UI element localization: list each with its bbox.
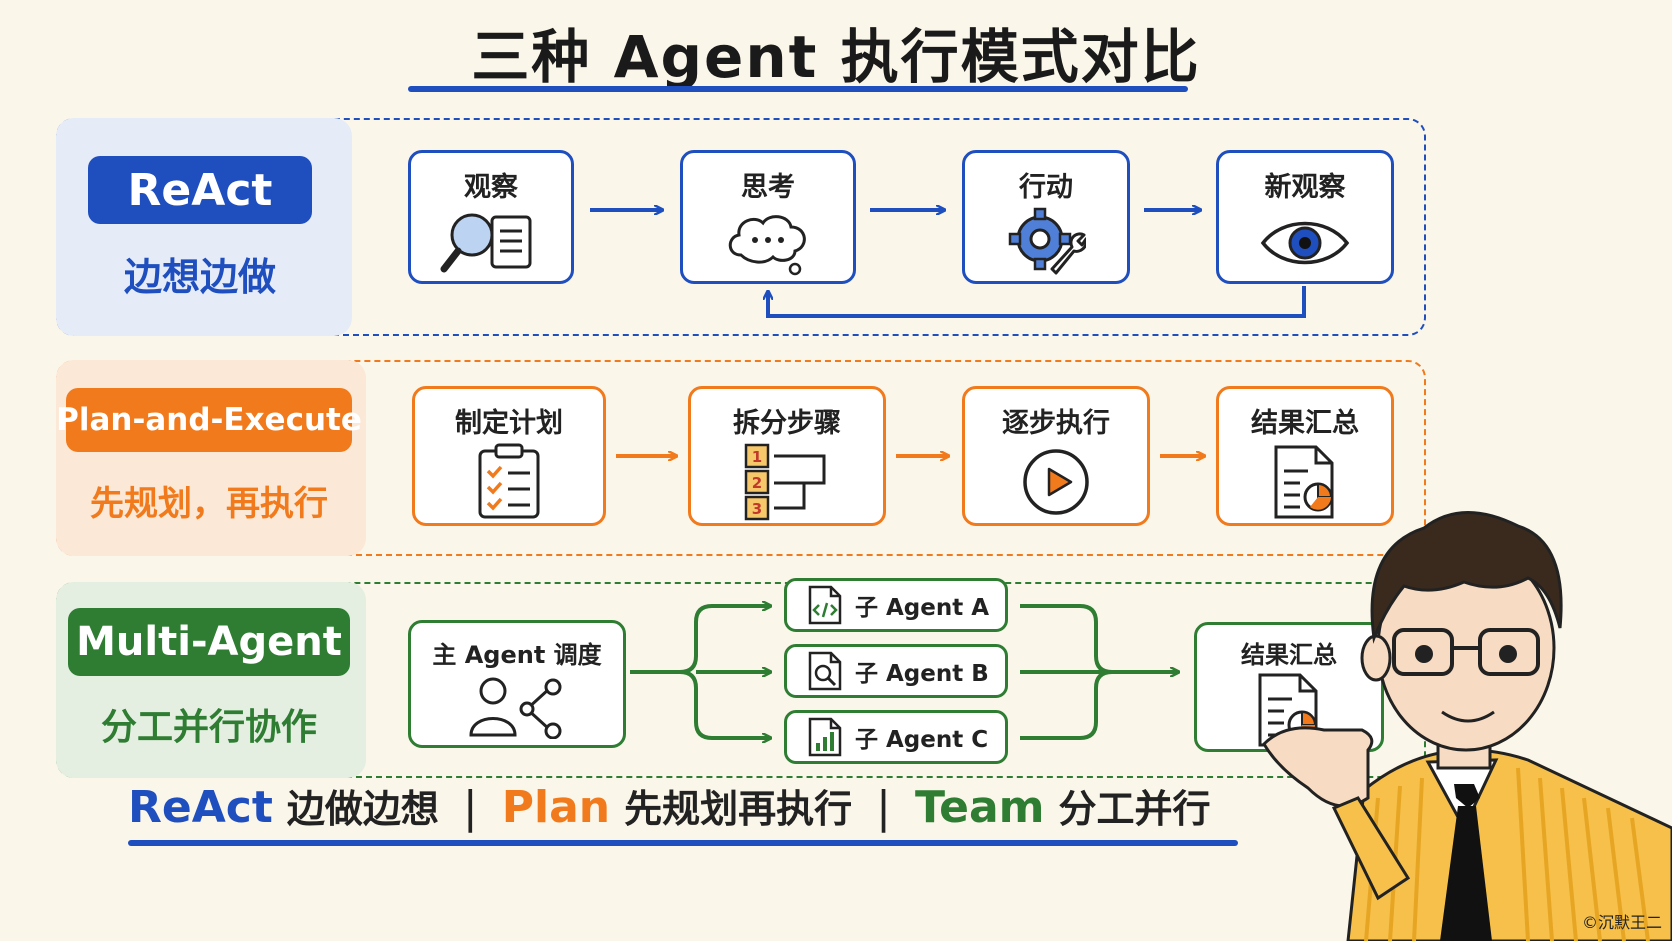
footer-summary: ReAct 边做边想 | Plan 先规划再执行 | Team 分工并行 — [128, 778, 1211, 833]
plan-step-label: 拆分步骤 — [733, 408, 841, 439]
multi-main-agent: 主 Agent 调度 — [408, 620, 626, 748]
react-step-label: 行动 — [1019, 172, 1073, 203]
multi-fanout-arrows — [630, 606, 770, 674]
multi-sub-agent-b: 子 Agent B — [784, 644, 1008, 698]
react-label-panel — [56, 118, 352, 336]
footer-react-cn: 边做边想 — [286, 787, 439, 831]
react-step-think: 思考 — [680, 150, 856, 284]
eye-icon — [1260, 221, 1350, 265]
multi-result-label: 结果汇总 — [1241, 641, 1337, 669]
plan-step-split: 拆分步骤 1 2 3 — [688, 386, 886, 526]
footer-react-en: ReAct — [128, 782, 273, 833]
footer-separator: | — [876, 782, 891, 833]
multi-name-pill: Multi-Agent — [68, 608, 350, 676]
sub-agent-label: 子 Agent B — [855, 661, 989, 687]
react-subtitle: 边想边做 — [123, 255, 276, 299]
sub-agent-label: 子 Agent C — [855, 727, 989, 753]
multi-fanout-arrow-c — [679, 670, 770, 738]
thought-cloud-icon — [728, 215, 806, 276]
footer-underline — [128, 840, 1238, 846]
gear-wrench-icon — [1008, 207, 1086, 275]
react-step-label: 观察 — [464, 172, 518, 203]
multi-merge-line-c — [1020, 670, 1113, 740]
plan-step-label: 制定计划 — [455, 408, 563, 439]
step-number: 1 — [752, 448, 762, 466]
step-number: 3 — [752, 500, 762, 518]
plan-subtitle: 先规划，再执行 — [90, 484, 328, 524]
react-loop-arrow — [768, 286, 1306, 318]
plan-step-label: 逐步执行 — [1002, 408, 1110, 439]
presenter-illustration — [1262, 511, 1672, 941]
user-network-icon — [469, 677, 562, 739]
multi-main-label: 主 Agent 调度 — [432, 641, 602, 669]
title-underline — [408, 86, 1188, 92]
plan-step-summary: 结果汇总 — [1216, 386, 1394, 526]
react-step-new-observe: 新观察 — [1216, 150, 1394, 284]
footer-plan-en: Plan — [501, 782, 611, 833]
magnifier-document-icon — [440, 213, 532, 273]
react-step-act: 行动 — [962, 150, 1130, 284]
react-step-label: 思考 — [741, 172, 795, 203]
sub-agent-label: 子 Agent A — [855, 595, 990, 621]
play-circle-icon — [1023, 449, 1089, 515]
react-step-label: 新观察 — [1264, 172, 1346, 203]
bar-chart-file-icon — [808, 717, 842, 757]
multi-subtitle: 分工并行协作 — [100, 707, 317, 748]
plan-name-pill: Plan-and-Execute — [56, 388, 362, 452]
step-number: 2 — [752, 474, 762, 492]
search-file-icon — [808, 651, 842, 691]
plan-step-make-plan: 制定计划 — [412, 386, 606, 526]
multi-merge-arrows — [1020, 604, 1178, 672]
multi-sub-agent-a: 子 Agent A — [784, 578, 1008, 632]
plan-step-label: 结果汇总 — [1251, 408, 1359, 439]
multi-sub-agent-c: 子 Agent C — [784, 710, 1008, 764]
react-name-pill: ReAct — [88, 156, 312, 224]
checklist-icon — [478, 443, 540, 519]
plan-step-execute: 逐步执行 — [962, 386, 1150, 526]
watermark: ©沉默王二 — [1581, 913, 1662, 932]
footer-plan-cn: 先规划再执行 — [624, 787, 853, 831]
report-chart-icon — [1274, 445, 1334, 519]
footer-team-en: Team — [914, 782, 1045, 833]
react-step-observe: 观察 — [408, 150, 574, 284]
numbered-steps-icon: 1 2 3 — [744, 443, 826, 521]
footer-separator: | — [462, 782, 478, 833]
page-title: 三种 Agent 执行模式对比 — [471, 23, 1201, 91]
code-file-icon — [808, 585, 842, 625]
footer-team-cn: 分工并行 — [1058, 787, 1211, 831]
